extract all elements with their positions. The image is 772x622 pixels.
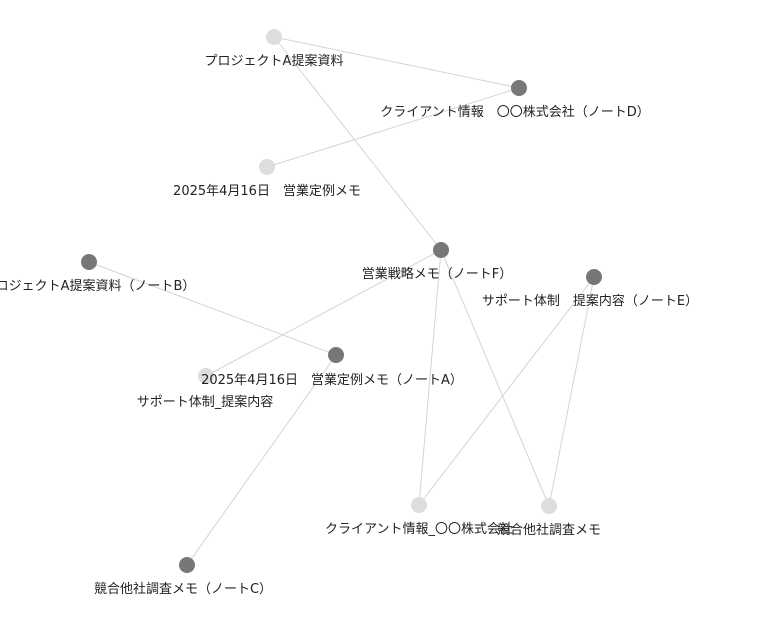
graph-node-meeting-orphan[interactable] (259, 159, 275, 175)
graph-node-competitor-orphan[interactable] (541, 498, 557, 514)
edge-note-e-to-client-orphan (418, 276, 595, 506)
graph-node-label-note-d[interactable]: クライアント情報 〇〇株式会社（ノートD） (380, 104, 650, 120)
graph-node-note-a[interactable] (328, 347, 344, 363)
graph-node-note-c[interactable] (179, 557, 195, 573)
graph-node-label-competitor-orphan[interactable]: 競合他社調査メモ (497, 522, 601, 538)
graph-node-note-b[interactable] (81, 254, 97, 270)
graph-nodes (81, 29, 602, 573)
graph-node-label-note-f[interactable]: 営業戦略メモ（ノートF） (362, 266, 512, 282)
edge-note-f-to-support-orphan (205, 249, 442, 377)
edge-note-b-to-note-a (88, 261, 337, 356)
graph-node-label-client-orphan[interactable]: クライアント情報_〇〇株式会社 (325, 521, 513, 537)
graph-node-label-note-c[interactable]: 競合他社調査メモ（ノートC） (94, 581, 272, 597)
graph-node-note-e[interactable] (586, 269, 602, 285)
graph-node-support-orphan[interactable] (198, 368, 214, 384)
edge-note-d-to-meeting-orphan (266, 87, 520, 168)
edge-proj-a-orphan-to-note-d (273, 36, 520, 89)
graph-node-label-meeting-orphan[interactable]: 2025年4月16日 営業定例メモ (173, 183, 361, 199)
graph-node-label-proj-a-orphan[interactable]: プロジェクトA提案資料 (205, 53, 344, 69)
edge-note-a-to-note-c (186, 354, 337, 566)
graph-node-note-d[interactable] (511, 80, 527, 96)
edge-note-f-to-competitor-orphan (440, 249, 550, 507)
edge-note-f-to-client-orphan (418, 249, 442, 506)
graph-node-label-support-orphan[interactable]: サポート体制_提案内容 (137, 394, 274, 410)
graph-node-label-note-b[interactable]: プロジェクトA提案資料（ノートB） (0, 278, 195, 294)
edge-note-e-to-competitor-orphan (548, 276, 595, 507)
graph-node-client-orphan[interactable] (411, 497, 427, 513)
graph-node-proj-a-orphan[interactable] (266, 29, 282, 45)
graph-node-note-f[interactable] (433, 242, 449, 258)
graph-node-label-note-e[interactable]: サポート体制 提案内容（ノートE） (482, 293, 698, 309)
graph-edges (88, 36, 595, 566)
graph-node-label-note-a[interactable]: 2025年4月16日 営業定例メモ（ノートA） (201, 372, 463, 388)
edge-proj-a-orphan-to-note-f (273, 36, 442, 251)
